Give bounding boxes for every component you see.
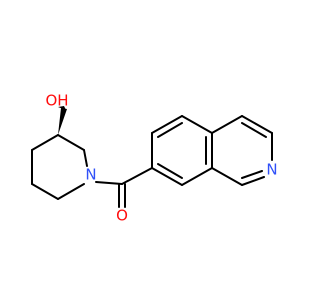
bond-inner-c6iq-c5iq: [157, 122, 183, 138]
bond-n2-c1: [241, 176, 265, 186]
bond-c5iq-c4a: [181, 115, 213, 134]
bond-carbonyl-c7: [121, 167, 153, 185]
bond-c6iq-c5iq: [151, 115, 183, 134]
bond-inner-n2-c1: [241, 170, 263, 179]
bond-n1-c6: [57, 183, 85, 200]
molecule-diagram: OH N O N: [31, 92, 278, 225]
bond-inner-c8-c7: [157, 163, 183, 179]
atom-label-oh: OH: [45, 92, 68, 110]
atom-label-n-piperidine: N: [85, 166, 96, 184]
bond-c4a-c4: [211, 115, 243, 134]
bond-c4-c3: [31, 134, 59, 151]
bond-inner-c4-c3iq: [241, 122, 267, 138]
bond-c2-n1: [83, 149, 88, 167]
bond-c8a-c8: [181, 167, 213, 186]
bond-c6-c5: [31, 183, 59, 200]
stereo-wedge-bond-main: [58, 108, 67, 135]
bond-n1-carbonyl: [95, 181, 123, 185]
bond-c1-c8a: [211, 167, 243, 186]
atom-label-o-carbonyl: O: [116, 207, 128, 225]
bond-c8-c7: [151, 167, 183, 186]
bond-c3-c2: [57, 134, 85, 151]
atom-label-n-isoquinoline: N: [266, 161, 277, 179]
bond-c4-c3iq: [241, 115, 273, 134]
